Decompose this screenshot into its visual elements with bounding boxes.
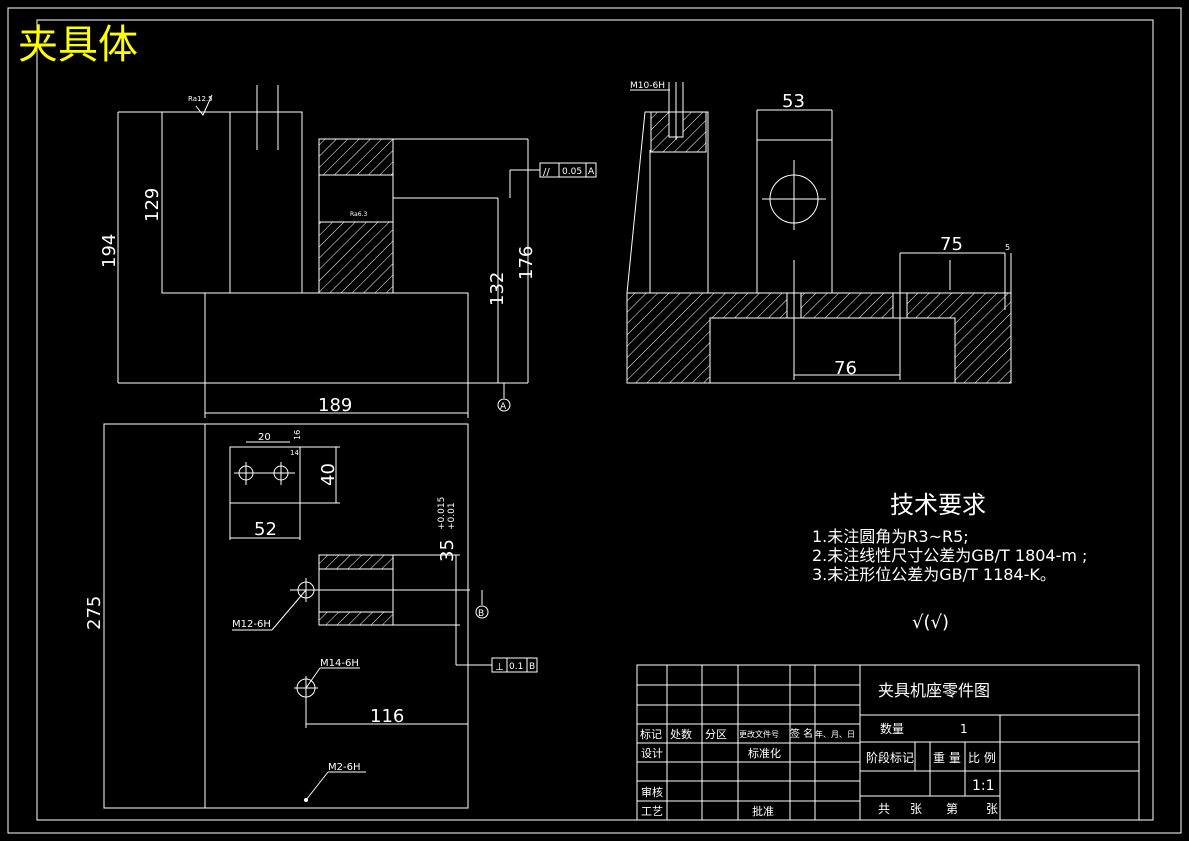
dim-116: 116 bbox=[370, 706, 404, 727]
front-block bbox=[161, 111, 303, 294]
tb-weight-label: 重 量 bbox=[933, 751, 961, 765]
top-view: 20 16 14 40 52 35 +0.015 +0.01 B ⊥ 0.1 B bbox=[84, 423, 538, 809]
dim-5: 5 bbox=[1005, 243, 1010, 252]
tol-lower: +0.01 bbox=[447, 502, 457, 530]
parallel-datum: A bbox=[588, 167, 595, 177]
dim-194: 194 bbox=[99, 234, 120, 268]
perp-datum: B bbox=[529, 662, 535, 672]
dim-176: 176 bbox=[516, 246, 537, 280]
perp-symbol: ⊥ bbox=[495, 662, 504, 673]
tb-mark: 标记 bbox=[640, 727, 662, 741]
tb-design: 设计 bbox=[641, 747, 663, 760]
tb-stage-label: 阶段标记 bbox=[866, 750, 914, 765]
front-view: Ra12.5 Ra6.3 // 0.05 A 194 129 132 176 1… bbox=[99, 85, 597, 418]
dim-53: 53 bbox=[782, 91, 805, 112]
thread-m10: M10-6H bbox=[630, 81, 665, 91]
note-3: 3.未注形位公差为GB/T 1184-K。 bbox=[812, 565, 1056, 584]
thread-m14: M14-6H bbox=[320, 658, 359, 669]
parallel-symbol: // bbox=[543, 167, 550, 178]
dim-14: 14 bbox=[290, 449, 299, 457]
tol-upper: +0.015 bbox=[437, 497, 447, 530]
technical-notes: 技术要求 1.未注圆角为R3~R5; 2.未注线性尺寸公差为GB/T 1804-… bbox=[812, 491, 1087, 633]
dim-75: 75 bbox=[940, 234, 963, 255]
tb-review: 审核 bbox=[641, 785, 663, 799]
tb-change-doc: 更改文件号 bbox=[739, 729, 779, 739]
dim-132: 132 bbox=[487, 272, 508, 306]
tb-part-name: 夹具机座零件图 bbox=[878, 681, 990, 700]
dim-76: 76 bbox=[834, 358, 857, 379]
side-view: M10-6H 53 76 75 5 bbox=[626, 81, 1012, 384]
dim-129: 129 bbox=[142, 188, 163, 222]
tb-quantity-label: 数量 bbox=[880, 721, 904, 736]
roughness-top: Ra12.5 bbox=[188, 95, 213, 103]
tb-process: 工艺 bbox=[641, 805, 663, 818]
parallel-value: 0.05 bbox=[562, 167, 582, 177]
inner-border bbox=[36, 19, 1154, 821]
dim-16: 16 bbox=[293, 430, 302, 440]
dim-35: 35 bbox=[437, 539, 458, 562]
thread-m12: M12-6H bbox=[232, 619, 271, 630]
thread-m2: M2-6H bbox=[328, 762, 360, 773]
note-2: 2.未注线性尺寸公差为GB/T 1804-m ; bbox=[812, 546, 1087, 565]
perp-value: 0.1 bbox=[509, 662, 523, 672]
tb-no: 第 bbox=[946, 802, 958, 816]
tb-scale-label: 比 例 bbox=[968, 751, 996, 765]
dim-40: 40 bbox=[318, 463, 339, 486]
tb-sheet2: 张 bbox=[986, 802, 998, 816]
dim-20: 20 bbox=[258, 432, 271, 443]
dim-189: 189 bbox=[318, 395, 352, 416]
roughness-general: √(√) bbox=[912, 612, 949, 633]
tb-total: 共 bbox=[878, 802, 890, 816]
tb-scale-value: 1:1 bbox=[972, 778, 995, 794]
drawing-title: 夹具体 bbox=[18, 22, 138, 68]
title-block: 夹具机座零件图 数量 1 阶段标记 重 量 比 例 1:1 共 张 第 张 标记… bbox=[636, 664, 1140, 821]
tb-zone: 分区 bbox=[705, 728, 727, 741]
tb-sign: 签 名 bbox=[790, 727, 813, 740]
dim-52: 52 bbox=[254, 519, 277, 540]
tb-count: 处数 bbox=[670, 728, 692, 741]
note-1: 1.未注圆角为R3~R5; bbox=[812, 527, 969, 546]
outer-border bbox=[7, 7, 1182, 834]
datum-a: A bbox=[500, 402, 507, 412]
notes-heading: 技术要求 bbox=[890, 491, 986, 519]
tb-date: 年、月、日 bbox=[815, 729, 855, 739]
tb-standard: 标准化 bbox=[748, 746, 781, 760]
datum-b: B bbox=[478, 609, 484, 619]
dim-275: 275 bbox=[84, 596, 105, 630]
tb-approve: 批准 bbox=[752, 804, 774, 818]
tb-sheet: 张 bbox=[910, 802, 922, 816]
tb-quantity-value: 1 bbox=[960, 722, 968, 736]
roughness-slot: Ra6.3 bbox=[350, 211, 367, 218]
front-base bbox=[204, 292, 469, 384]
